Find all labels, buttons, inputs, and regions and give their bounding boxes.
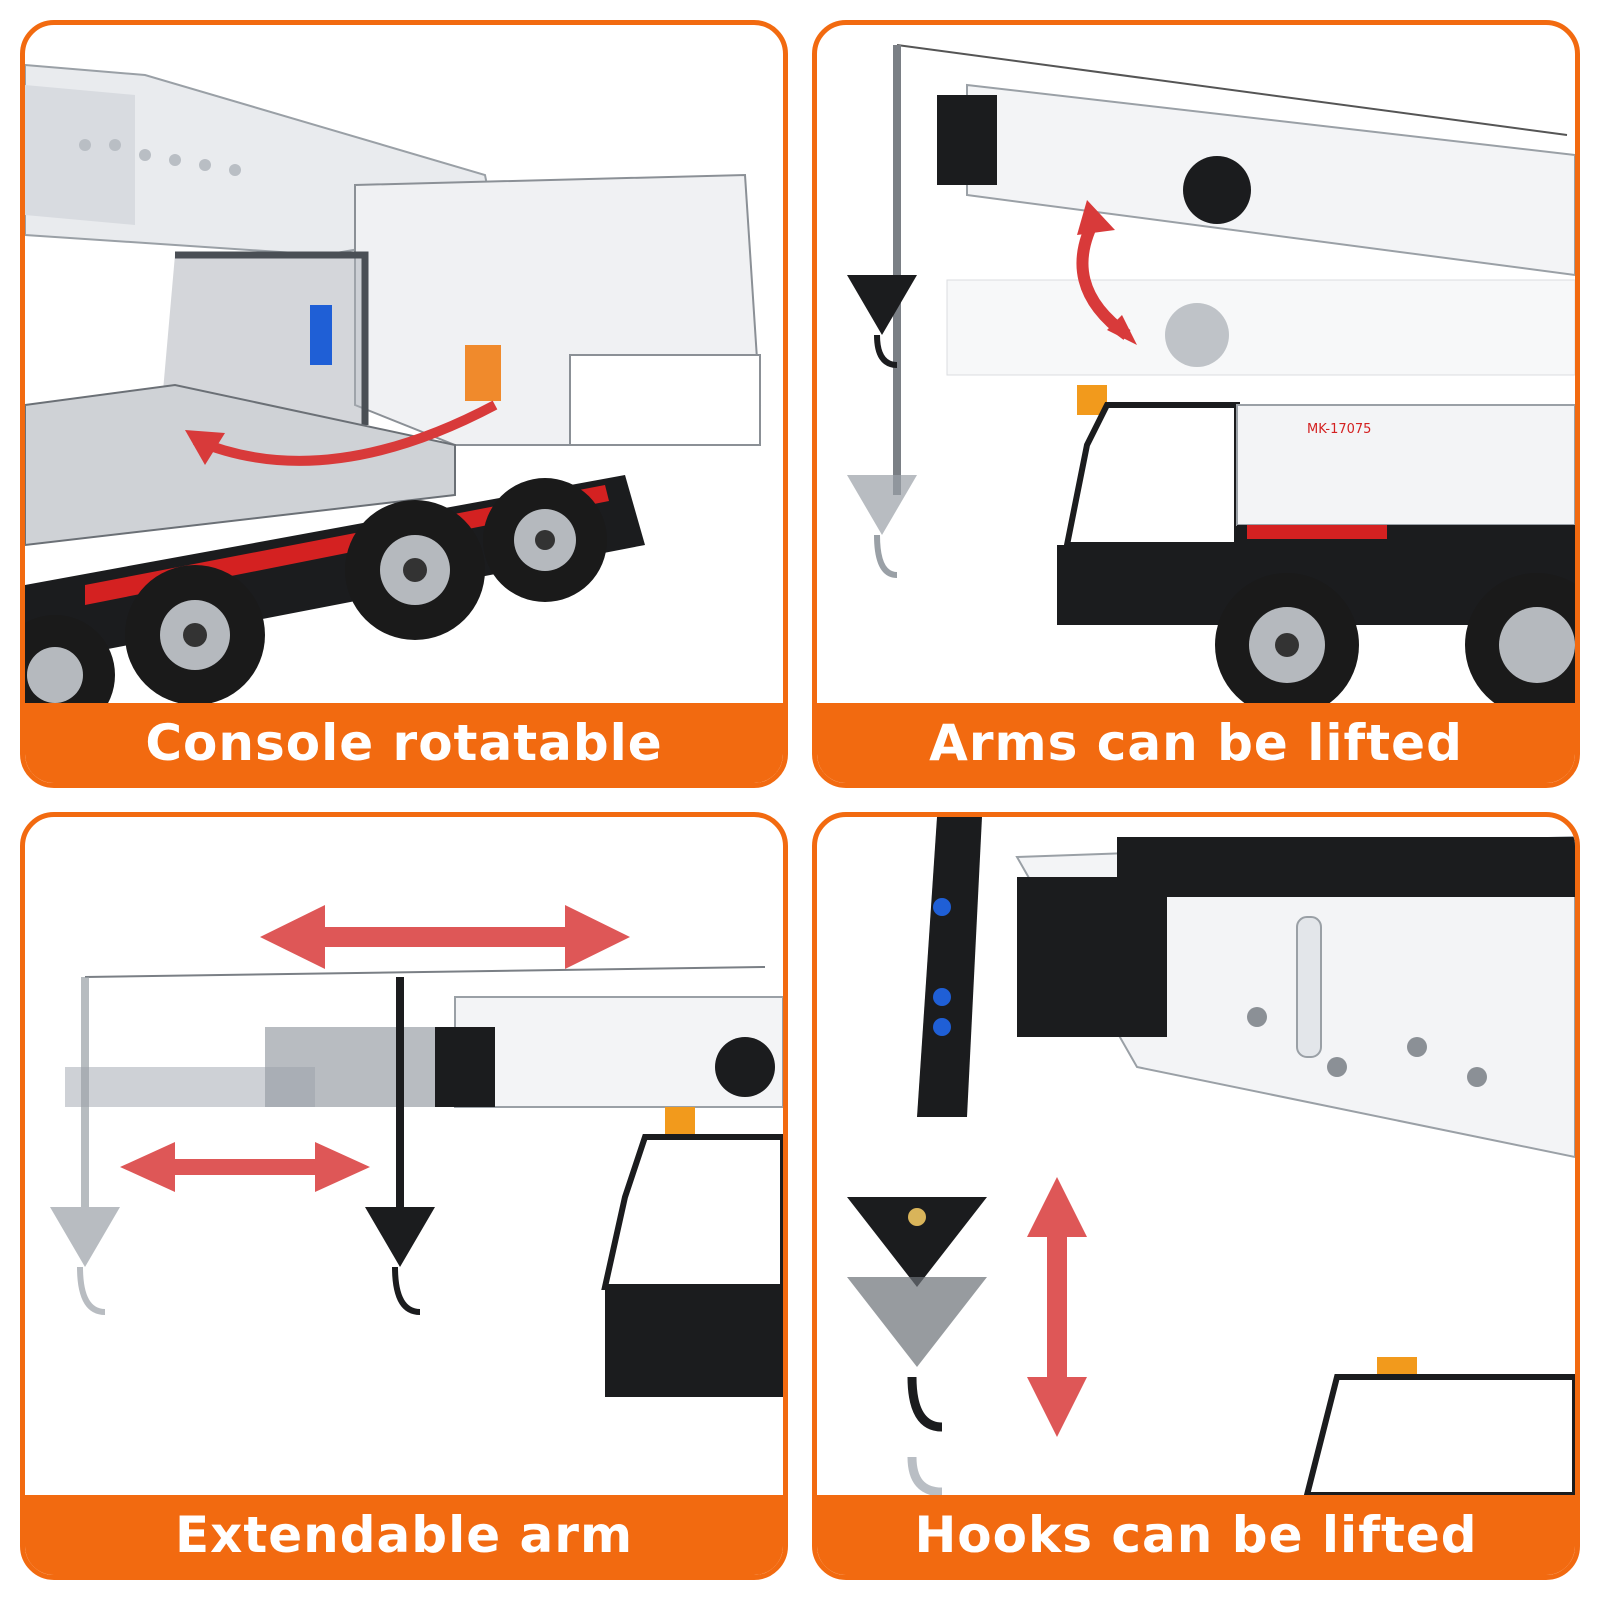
caption-bar: Extendable arm xyxy=(25,1495,783,1575)
crane-hook-lift-photo xyxy=(847,817,1575,1495)
crane-boom-lift-photo: MK-17075 xyxy=(847,44,1575,703)
caption: Extendable arm xyxy=(174,1506,634,1564)
caption: Arms can be lifted xyxy=(929,714,1463,772)
crane-boom-extension-photo xyxy=(50,905,783,1397)
feature-panel-boom-lift: MK-17075 Arms can be lifted xyxy=(812,20,1580,788)
crane-console-rotation-photo xyxy=(25,63,762,703)
caption-bar: Console rotatable xyxy=(25,703,783,783)
wheels xyxy=(25,478,607,703)
caption-bar: Hooks can be lifted xyxy=(817,1495,1575,1575)
caption: Hooks can be lifted xyxy=(914,1506,1478,1564)
truck-label: MK-17075 xyxy=(1307,422,1371,437)
feature-panel-console: Console rotatable xyxy=(20,20,788,788)
caption-bar: Arms can be lifted xyxy=(817,703,1575,783)
feature-panel-hook-lift: Hooks can be lifted xyxy=(812,812,1580,1580)
caption: Console rotatable xyxy=(145,714,663,772)
feature-panel-boom-extend: Extendable arm xyxy=(20,812,788,1580)
